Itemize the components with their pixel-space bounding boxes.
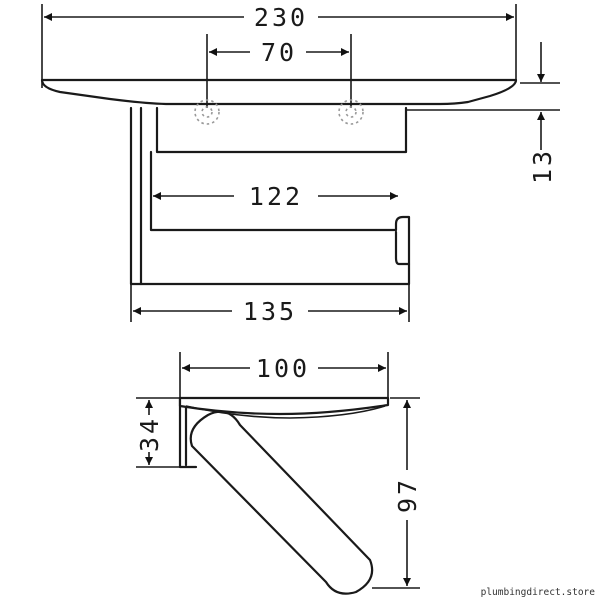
top-view-dimensions: 230 70 122 135 13 [44,3,557,326]
dim-label-100: 100 [256,354,310,383]
roll-arm [189,410,374,595]
shelf-plate [40,78,518,106]
mounting-hole-inner [201,106,213,118]
mounting-hole-icon [338,99,364,125]
dim-label-34: 34 [135,416,164,452]
dim-label-13: 13 [528,148,557,184]
dim-label-135: 135 [243,297,297,326]
watermark: plumbingdirect.store [481,587,596,598]
top-view [40,4,560,322]
wall-plate [129,106,411,286]
mounting-hole-icon [194,99,220,125]
dim-label-122: 122 [249,182,303,211]
shelf-plate-side-underside [185,405,386,419]
side-view [136,352,420,595]
dim-label-70: 70 [261,38,297,67]
paper-holder-arm [149,150,411,266]
side-view-dimensions: 100 34 97 [135,354,422,586]
mount-block [155,106,408,154]
mounting-hole-inner [345,106,357,118]
dim-label-230: 230 [254,3,308,32]
dim-label-97: 97 [393,477,422,513]
wall-bracket [178,396,198,469]
